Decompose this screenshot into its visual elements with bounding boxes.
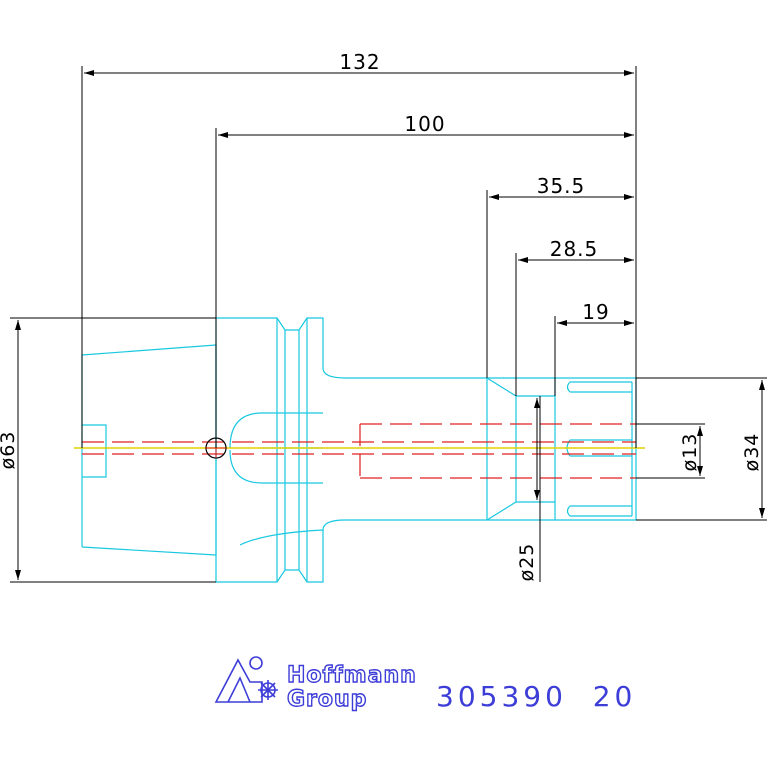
logo-line-2: Group: [287, 687, 367, 712]
dim-clamp-diameter: ø13: [679, 433, 701, 472]
drive-slot: [82, 424, 107, 478]
hidden-lines: [82, 423, 636, 479]
axis-hidden: [82, 441, 636, 455]
collet-slot-1: [566, 381, 632, 393]
hoffmann-logo: Hoffmann Group: [214, 656, 417, 713]
dim-nut-length: 35.5: [537, 174, 586, 198]
nut-outline: [487, 377, 637, 521]
hoffmann-logo-icon: [214, 656, 278, 703]
dim-flange-diameter: ø63: [0, 431, 19, 470]
dimension-lines: [10, 66, 767, 583]
part-number: 305390 20: [436, 680, 636, 713]
dim-shank-diameter: ø25: [516, 543, 538, 582]
nut-lines: [515, 396, 556, 502]
dim-overall-length: 132: [339, 50, 380, 74]
collet-slot-3: [566, 505, 632, 517]
logo-line-1: Hoffmann: [287, 663, 417, 688]
bore-hidden: [359, 423, 636, 479]
dim-nut-diameter: ø34: [741, 433, 763, 472]
flange-body: [215, 317, 488, 583]
dim-gauge-length: 100: [404, 112, 445, 136]
nut-chamfer: [486, 377, 556, 521]
dim-collet-depth: 28.5: [550, 237, 599, 261]
tool-holder-outline: [81, 317, 637, 583]
v-groove-lines: [276, 318, 308, 582]
taper-outline: [81, 344, 217, 556]
dim-bore-depth: 19: [582, 300, 609, 324]
